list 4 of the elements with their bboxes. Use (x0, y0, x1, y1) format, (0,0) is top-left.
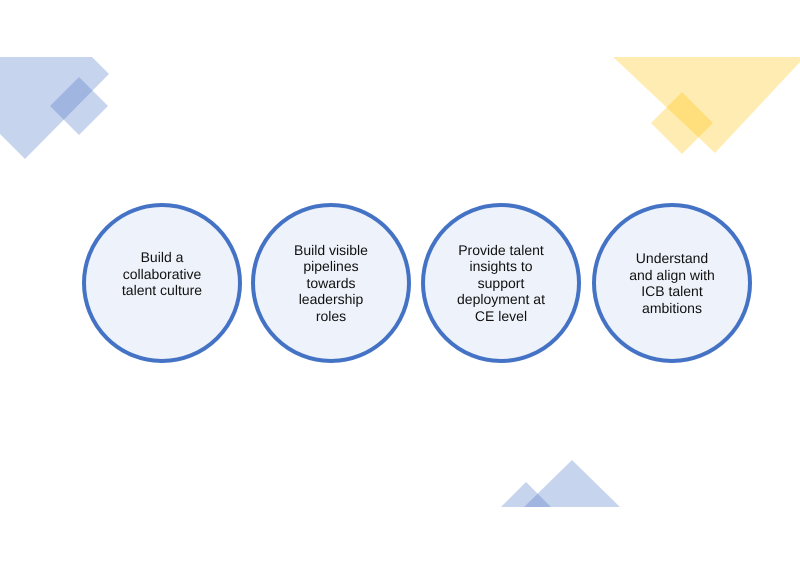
node-text: Provide talent insights to support deployment at CE level (456, 242, 546, 324)
node-text: Build visible pipelines towards leadership roles (293, 242, 369, 324)
node-text: Understand and align with ICB talent ambitions (628, 250, 716, 316)
node-text: Build a collaborative talent culture (120, 249, 204, 299)
